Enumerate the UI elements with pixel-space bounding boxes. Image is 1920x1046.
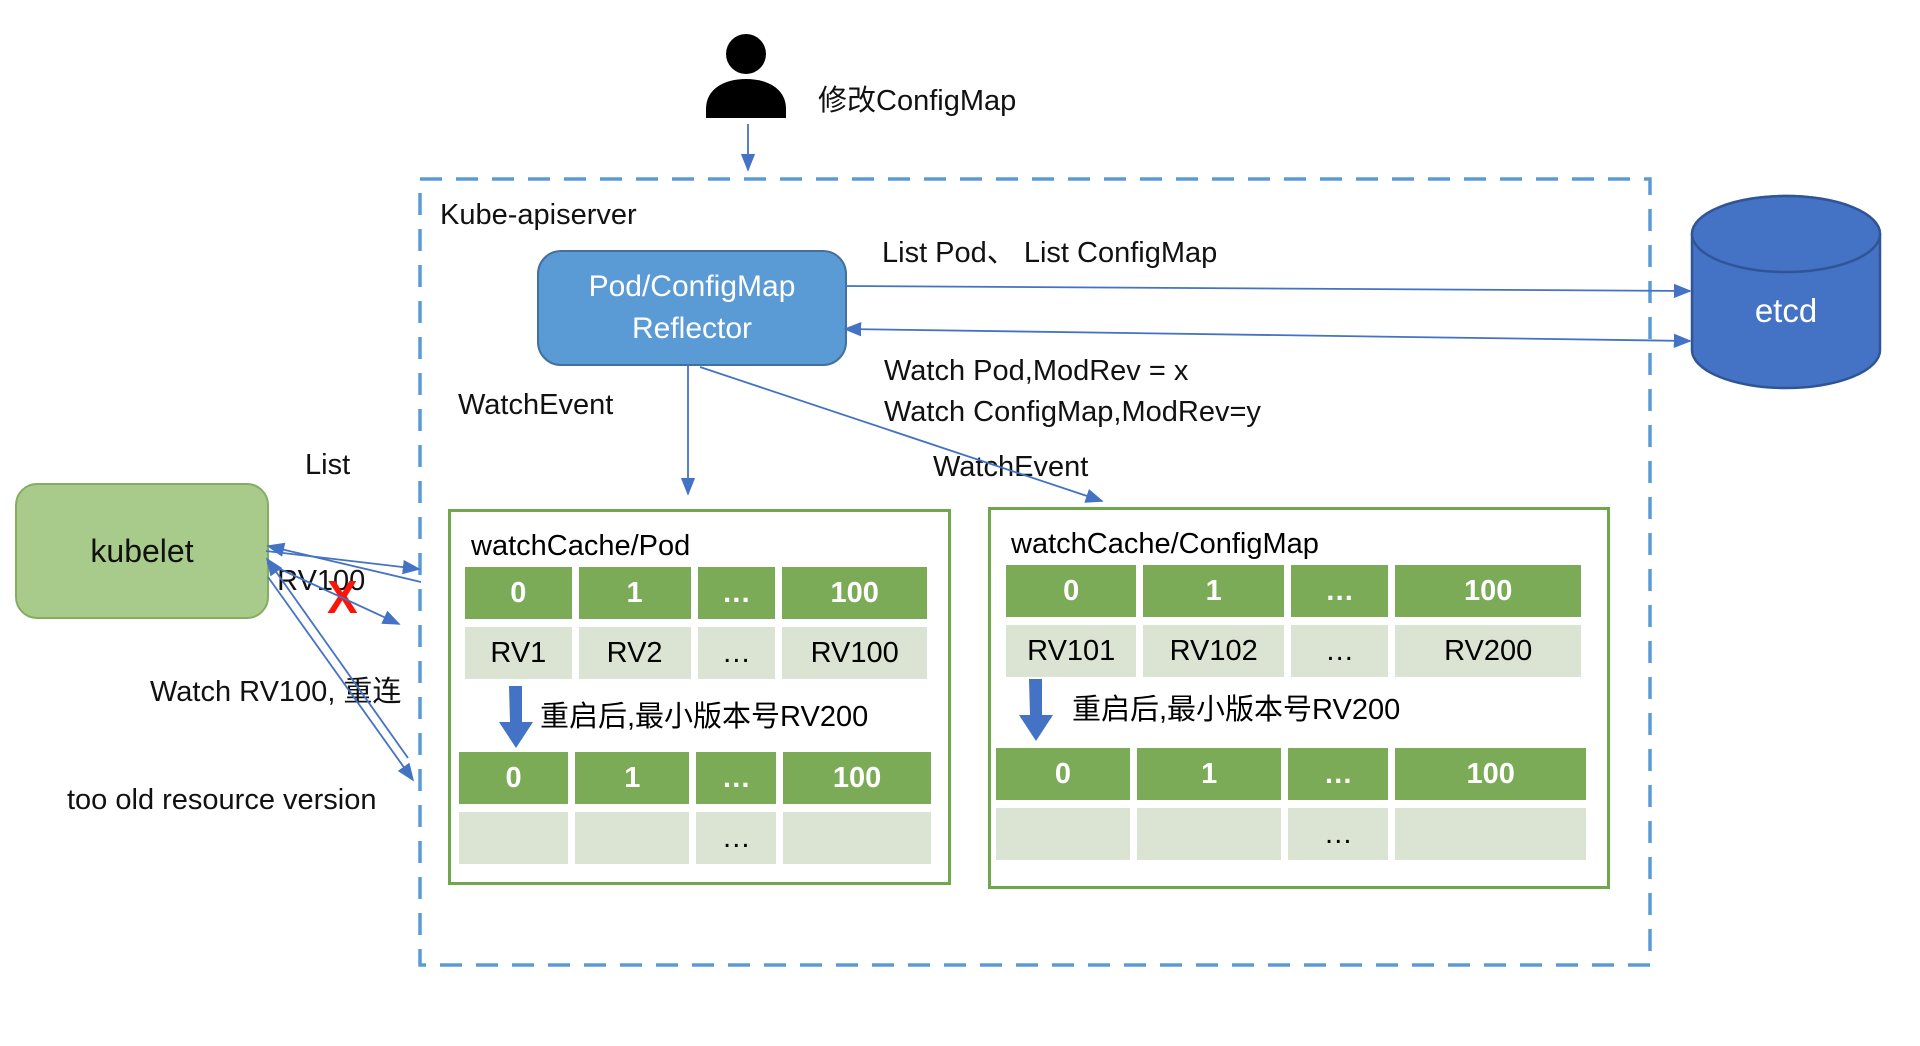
arrow-list-reflector-to-etcd	[844, 283, 1692, 299]
kubelet-label: kubelet	[90, 532, 194, 569]
data-cell	[996, 808, 1130, 860]
header-cell: 1	[1143, 565, 1284, 617]
header-cell: 0	[459, 752, 569, 804]
label-watch-configmap-modrev: Watch ConfigMap,ModRev=y	[884, 396, 1261, 428]
header-cell: 100	[1395, 565, 1581, 617]
table-header-row: 0 1 … 100	[459, 752, 931, 804]
pod-table-before-restart: 0 1 … 100 RV1 RV2 … RV100	[465, 567, 927, 687]
pod-configmap-reflector-node: Pod/ConfigMap Reflector	[537, 250, 847, 366]
header-cell: 1	[575, 752, 690, 804]
configmap-table-after-restart: 0 1 … 100 …	[996, 748, 1586, 868]
header-cell: 1	[578, 567, 691, 619]
label-watchevent-left: WatchEvent	[458, 389, 614, 421]
header-cell: …	[1288, 748, 1389, 800]
watchcache-pod-box: watchCache/Pod 0 1 … 100 RV1 RV2 … RV100…	[448, 509, 951, 885]
label-watchevent-right: WatchEvent	[933, 451, 1089, 483]
header-cell: …	[696, 752, 777, 804]
data-cell	[459, 812, 569, 864]
table-header-row: 0 1 … 100	[465, 567, 927, 619]
header-cell: 0	[996, 748, 1130, 800]
label-list: List	[305, 449, 351, 481]
data-cell: …	[1288, 808, 1389, 860]
data-cell: …	[696, 812, 777, 864]
data-cell	[783, 812, 931, 864]
header-cell: …	[697, 567, 776, 619]
data-cell: …	[1290, 625, 1389, 677]
header-cell: 100	[1395, 748, 1586, 800]
table-data-row: RV1 RV2 … RV100	[465, 627, 927, 679]
label-watch-pod-modrev: Watch Pod,ModRev = x	[884, 355, 1189, 387]
watchcache-configmap-box: watchCache/ConfigMap 0 1 … 100 RV101 RV1…	[988, 507, 1610, 889]
person-icon	[706, 34, 786, 118]
arrow-watch-etcd-reflector	[843, 322, 1692, 348]
data-cell	[1395, 808, 1586, 860]
reflector-label-line1: Pod/ConfigMap	[588, 270, 796, 303]
header-cell: 1	[1137, 748, 1282, 800]
pod-table-after-restart: 0 1 … 100 …	[459, 752, 931, 872]
watchcache-configmap-title: watchCache/ConfigMap	[1011, 528, 1319, 560]
watchcache-pod-title: watchCache/Pod	[471, 530, 691, 562]
configmap-table-before-restart: 0 1 … 100 RV101 RV102 … RV200	[1006, 565, 1581, 685]
header-cell: 100	[783, 752, 931, 804]
table-header-row: 0 1 … 100	[996, 748, 1586, 800]
red-x-mark: X	[327, 571, 358, 623]
label-list-pod-configmap: List Pod、 List ConfigMap	[882, 237, 1218, 269]
pod-restart-note: 重启后,最小版本号RV200	[540, 701, 869, 733]
header-cell: 0	[1006, 565, 1137, 617]
header-cell: …	[1290, 565, 1389, 617]
data-cell: RV200	[1395, 625, 1581, 677]
data-cell: RV102	[1143, 625, 1284, 677]
label-watch-rv100-reconnect: Watch RV100, 重连	[150, 676, 402, 708]
data-cell: …	[697, 627, 776, 679]
etcd-label: etcd	[1755, 292, 1817, 329]
etcd-database-cylinder: etcd	[1690, 194, 1882, 390]
data-cell: RV1	[465, 627, 572, 679]
table-data-row: …	[996, 808, 1586, 860]
data-cell: RV101	[1006, 625, 1137, 677]
data-cell: RV2	[578, 627, 691, 679]
apiserver-title: Kube-apiserver	[440, 199, 637, 231]
header-cell: 100	[782, 567, 927, 619]
table-data-row: …	[459, 812, 931, 864]
header-cell: 0	[465, 567, 572, 619]
data-cell	[575, 812, 690, 864]
reflector-label-line2: Reflector	[631, 312, 753, 345]
table-header-row: 0 1 … 100	[1006, 565, 1581, 617]
configmap-restart-note: 重启后,最小版本号RV200	[1072, 694, 1401, 726]
table-data-row: RV101 RV102 … RV200	[1006, 625, 1581, 677]
data-cell: RV100	[782, 627, 927, 679]
actor-label: 修改ConfigMap	[818, 85, 1017, 117]
data-cell	[1137, 808, 1282, 860]
label-too-old-resource-version: too old resource version	[67, 784, 377, 816]
kubelet-node: kubelet	[15, 483, 269, 619]
